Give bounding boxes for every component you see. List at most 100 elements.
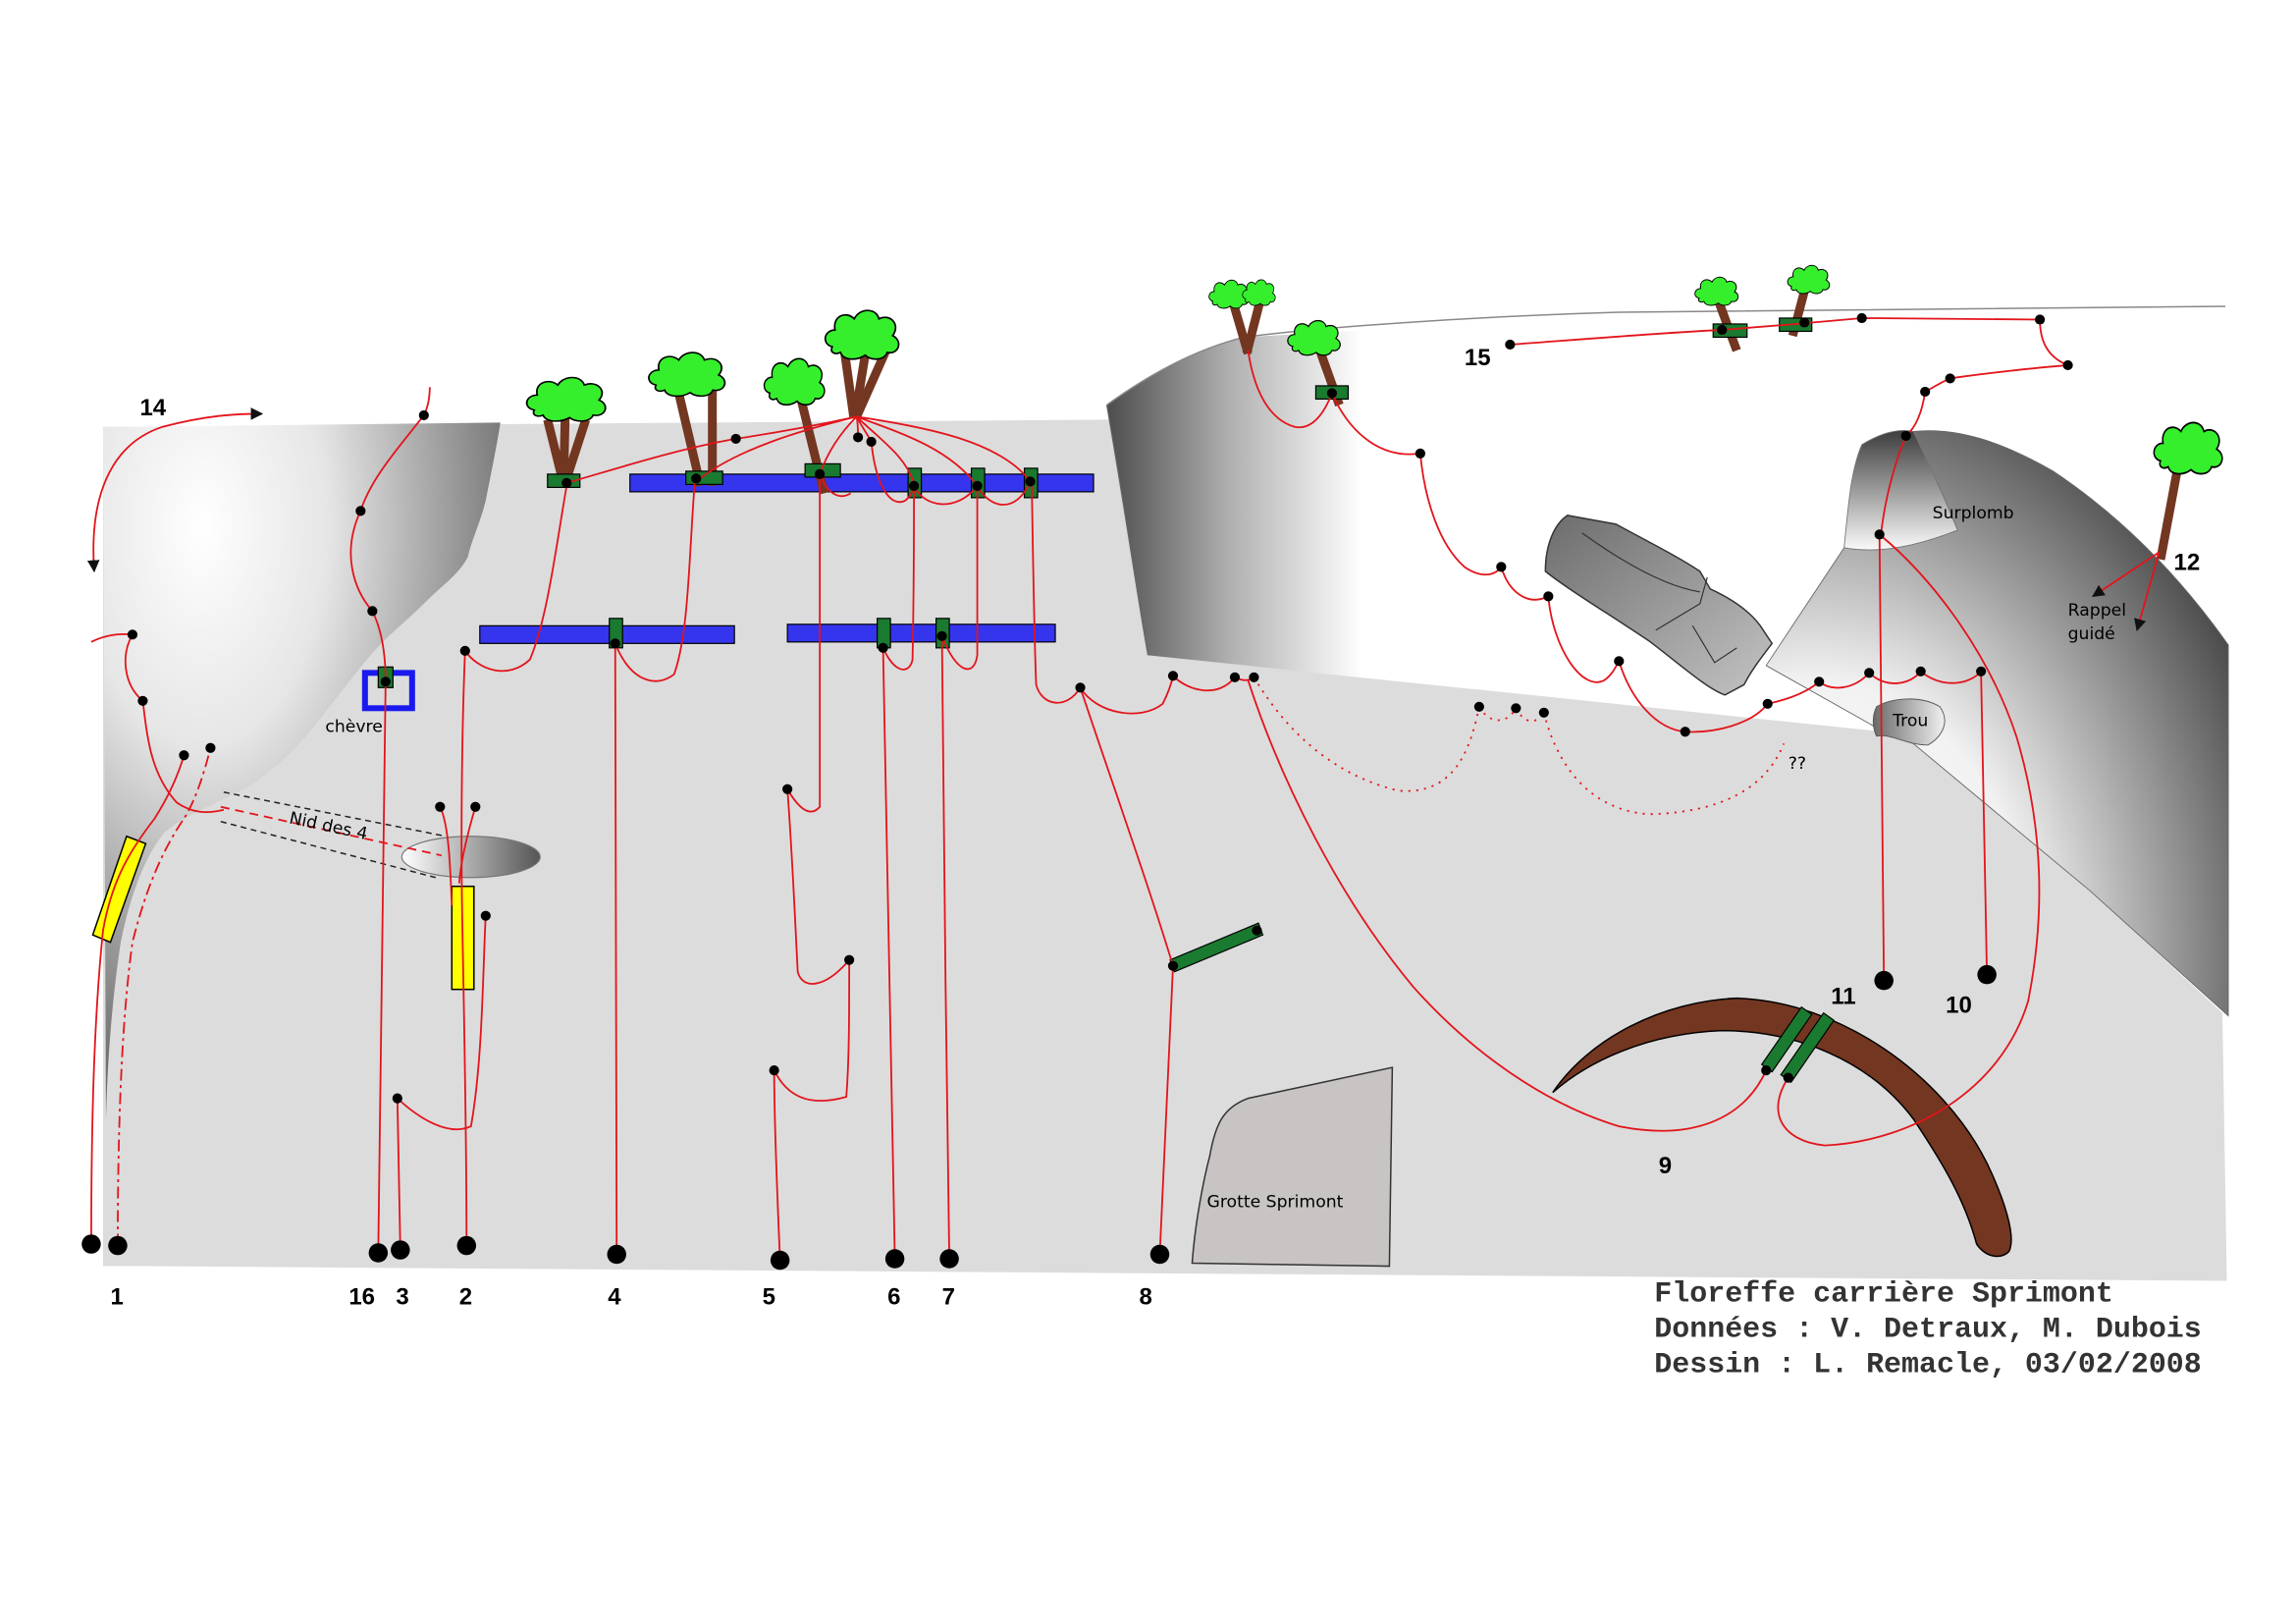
brown-arch (1552, 997, 2012, 1258)
bolt (1229, 672, 1241, 682)
label-guide: guidé (2068, 624, 2115, 644)
bolt (1496, 562, 1507, 572)
middle-rock (1106, 323, 1472, 689)
bolt (815, 468, 826, 479)
route-numbers: 14 15 1 16 3 2 4 5 6 7 8 9 10 11 12 (110, 345, 2200, 1311)
bolt (1915, 666, 1926, 677)
route-10-line (1980, 671, 1989, 975)
bolt (1762, 698, 1773, 709)
bolt (878, 642, 888, 653)
label-chevre: chèvre (325, 717, 383, 736)
credit-title: Floreffe carrière Sprimont (1654, 1278, 2113, 1312)
bolt (2035, 314, 2046, 325)
route-9-line (1247, 679, 1768, 1132)
boulder (1544, 514, 1774, 696)
bolt (1167, 960, 1179, 971)
tree-foliage (1787, 264, 1831, 295)
credit-drawing: Dessin : L. Remacle, 03/02/2008 (1654, 1349, 2202, 1382)
bolt (1945, 373, 1955, 384)
route-base-marker (939, 1249, 959, 1269)
tree-e (1208, 279, 1276, 355)
route-base-marker (456, 1235, 477, 1256)
tree-i (2153, 421, 2223, 561)
route-1-variant (117, 747, 212, 1246)
bolt (205, 742, 216, 753)
middle-right-blue-bar (786, 623, 1056, 643)
bolt (1326, 388, 1338, 399)
tree-foliage (824, 309, 900, 360)
tree-trunk (852, 349, 890, 419)
nid-des-4-lines (220, 791, 447, 879)
bolt (127, 629, 138, 640)
label-grotte-sprimont: Grotte Sprimont (1206, 1193, 1343, 1213)
route-4-line (614, 482, 696, 1255)
bolt (1874, 529, 1885, 540)
route-11-line (1878, 534, 1886, 981)
bolt (179, 750, 189, 761)
tree-foliage (2153, 421, 2223, 475)
route-base-marker (81, 1234, 101, 1254)
middle-left-blue-bar (479, 624, 735, 644)
tree-trunk (561, 418, 591, 480)
bolt (909, 480, 920, 491)
tree-trunk (559, 416, 570, 479)
route-base-marker (770, 1250, 790, 1271)
bolt (355, 506, 366, 516)
bolt (1543, 591, 1554, 602)
bolt (1473, 701, 1484, 712)
bolt (1538, 707, 1549, 718)
route-base-marker (391, 1240, 410, 1260)
bolt (1864, 668, 1875, 678)
bolt (1075, 682, 1086, 693)
bolt (782, 784, 793, 794)
bolt (418, 409, 429, 421)
route-number-7: 7 (942, 1284, 955, 1311)
bolt (853, 432, 864, 443)
credits: Floreffe carrière Sprimont Données : V. … (1654, 1278, 2202, 1382)
nid-des-4-ledge (400, 836, 541, 879)
bolt (866, 436, 877, 448)
label-surplomb: Surplomb (1933, 504, 2014, 523)
trees (525, 264, 2223, 561)
route-ledge-right (1547, 596, 1982, 733)
tree-trunk (1242, 300, 1264, 355)
route-16-line (377, 681, 387, 1254)
route-number-9: 9 (1659, 1153, 1672, 1179)
left-rock (102, 422, 501, 1119)
route-base-marker (1874, 970, 1894, 991)
tree-foliage (525, 376, 607, 422)
tree-foliage (648, 352, 726, 398)
route-number-10: 10 (1946, 993, 1972, 1019)
route-number-6: 6 (887, 1284, 900, 1311)
bolt (1415, 448, 1425, 460)
bolt (936, 630, 947, 641)
bolt (1783, 1072, 1793, 1083)
top-bar-sags (819, 441, 1032, 506)
tree-d (824, 309, 900, 419)
bolt (610, 638, 620, 649)
bolt (1900, 430, 1911, 442)
bolt (1920, 386, 1931, 398)
bolt (844, 954, 855, 965)
route-number-4: 4 (608, 1284, 621, 1311)
route-base-marker (108, 1235, 128, 1256)
route-base-marker (884, 1249, 905, 1269)
bolt (1680, 727, 1690, 737)
route-base-marker (1149, 1244, 1170, 1265)
bolt (1761, 1065, 1772, 1076)
route-number-3: 3 (396, 1284, 408, 1311)
route-nid-exit (439, 806, 477, 906)
nid-route-dashed (220, 805, 443, 857)
bolt (691, 473, 702, 484)
bolt (769, 1065, 779, 1076)
route-base-marker (368, 1243, 389, 1263)
routes (86, 317, 2161, 1261)
route-number-14: 14 (139, 395, 166, 421)
bolt (730, 433, 741, 445)
tree-foliage (1242, 279, 1276, 306)
route-number-5: 5 (763, 1284, 775, 1311)
overhang-rock (1843, 430, 1958, 551)
route-8-upper (1031, 481, 1082, 704)
route-number-15: 15 (1465, 345, 1491, 371)
